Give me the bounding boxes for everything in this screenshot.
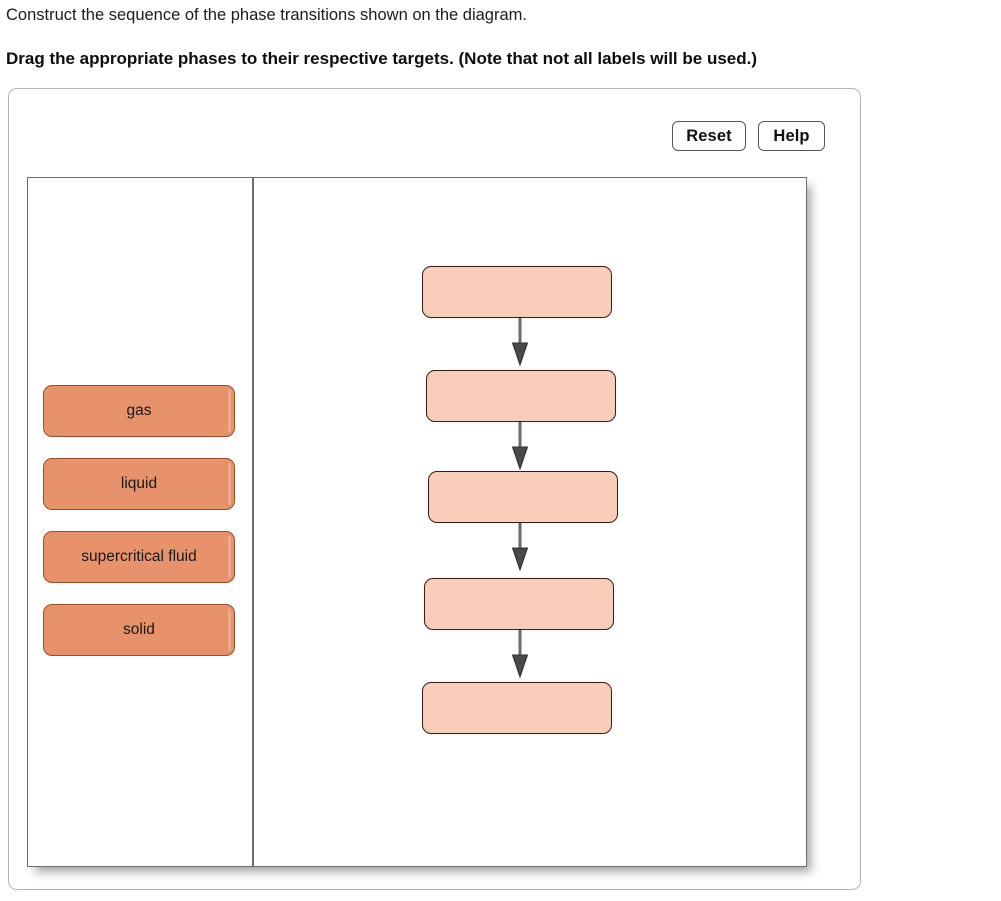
- work-area-divider: [252, 178, 254, 866]
- flow-arrow-down-icon: [511, 523, 529, 571]
- prompt-line-1: Construct the sequence of the phase tran…: [6, 6, 527, 24]
- flow-diagram: [252, 178, 806, 866]
- drop-target-3[interactable]: [428, 471, 618, 523]
- drag-label-gas[interactable]: gas: [43, 385, 235, 437]
- label-bank: gas liquid supercritical fluid solid: [28, 178, 252, 866]
- drag-label-solid[interactable]: solid: [43, 604, 235, 656]
- work-area: gas liquid supercritical fluid solid: [27, 177, 807, 867]
- drag-label-text: gas: [126, 402, 152, 419]
- drag-label-text: supercritical fluid: [81, 548, 197, 565]
- reset-button[interactable]: Reset: [672, 121, 746, 151]
- drag-label-text: solid: [123, 621, 155, 638]
- prompt-line-2: Drag the appropriate phases to their res…: [6, 49, 758, 68]
- toolbar: Reset Help: [9, 89, 862, 167]
- flow-arrow-down-icon: [511, 422, 529, 470]
- drop-target-1[interactable]: [422, 266, 612, 318]
- drop-target-5[interactable]: [422, 682, 612, 734]
- drag-label-liquid[interactable]: liquid: [43, 458, 235, 510]
- activity-panel: Reset Help gas liquid supercritical flui…: [8, 88, 861, 890]
- drop-target-4[interactable]: [424, 578, 614, 630]
- flow-arrow-down-icon: [511, 318, 529, 366]
- flow-arrow-down-icon: [511, 630, 529, 678]
- drag-label-supercritical-fluid[interactable]: supercritical fluid: [43, 531, 235, 583]
- help-button[interactable]: Help: [758, 121, 825, 151]
- drag-label-text: liquid: [120, 475, 158, 492]
- drop-target-2[interactable]: [426, 370, 616, 422]
